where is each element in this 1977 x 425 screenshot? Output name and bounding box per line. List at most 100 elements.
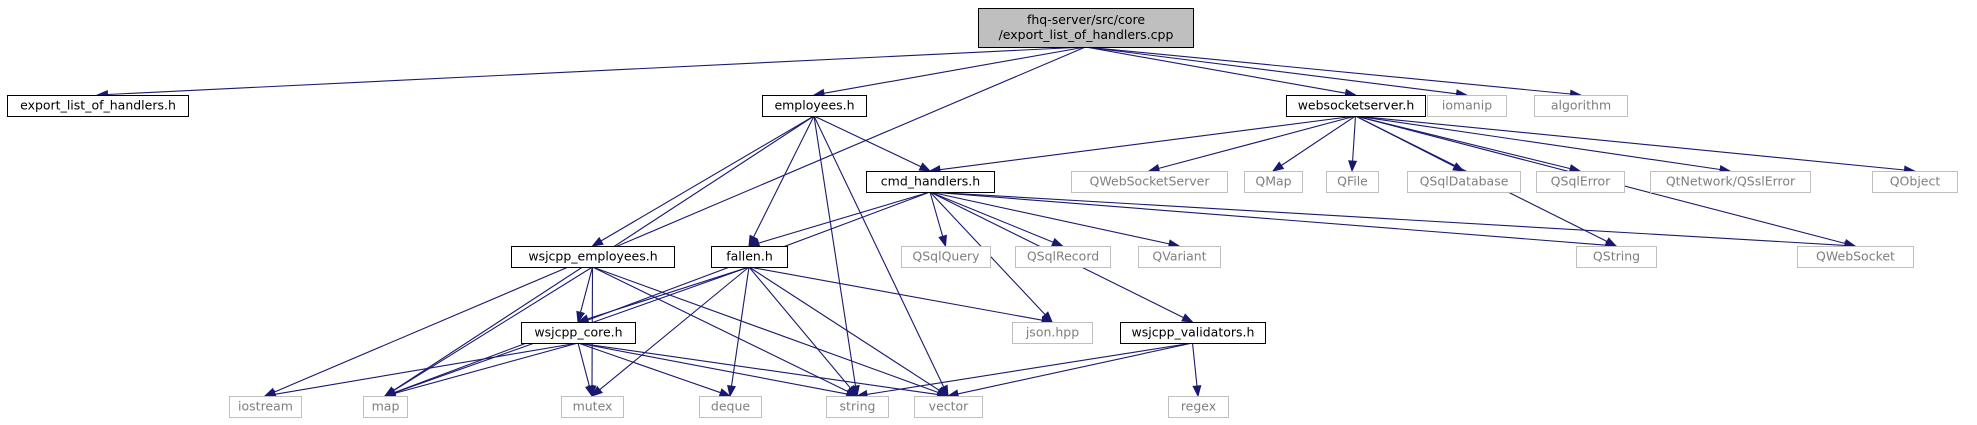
node-label: QVariant — [1152, 249, 1206, 264]
node-json-hpp: json.hpp — [1012, 322, 1093, 344]
edge-websocketserver_h-to-cmd_handlers_h — [928, 115, 1356, 175]
node-box — [1168, 396, 1229, 418]
node-box — [762, 95, 867, 117]
node-QObject: QObject — [1872, 171, 1958, 193]
node-QSqlQuery: QSqlQuery — [901, 246, 991, 268]
node-iomanip: iomanip — [1427, 95, 1507, 117]
node-fallen-h[interactable]: fallen.h — [711, 246, 788, 268]
node-box — [711, 246, 788, 268]
edges-layer — [96, 46, 1916, 399]
edge-cmd_handlers_h-to-map — [383, 191, 931, 397]
node-QString: QString — [1576, 246, 1657, 268]
edge-fallen_h-to-mutex — [590, 266, 750, 397]
edge-cmd_handlers_h-to-QWebSocket — [929, 191, 1857, 250]
node-algorithm: algorithm — [1534, 95, 1628, 117]
edge-websocketserver_h-to-QFile — [1348, 115, 1358, 173]
node-mutex: mutex — [561, 396, 624, 418]
node-label: regex — [1181, 399, 1216, 414]
node-label: /export_list_of_handlers.cpp — [999, 27, 1174, 42]
edge-wsjcpp_core_h-to-iostream — [263, 342, 579, 399]
edge-root-to-algorithm — [1085, 46, 1582, 99]
node-wsjcpp-employees-h[interactable]: wsjcpp_employees.h — [511, 246, 675, 268]
edge-root-to-export_list_of_handlers_h — [96, 46, 1086, 99]
node-label: websocketserver.h — [1298, 98, 1415, 113]
node-iostream: iostream — [229, 396, 302, 418]
node-box — [229, 396, 302, 418]
node-box — [914, 396, 983, 418]
node-label: deque — [711, 399, 750, 414]
node-box — [1797, 246, 1914, 268]
node-box — [901, 246, 991, 268]
node-box — [1244, 171, 1303, 193]
node-QSslError: QtNetwork/QSslError — [1650, 171, 1811, 193]
edge-wsjcpp_core_h-to-map — [383, 342, 579, 398]
node-employees-h[interactable]: employees.h — [762, 95, 867, 117]
node-label: cmd_handlers.h — [881, 174, 980, 189]
node-box — [1872, 171, 1958, 193]
node-box — [826, 396, 889, 418]
node-label: QSqlRecord — [1027, 249, 1099, 264]
node-QWebSocket: QWebSocket — [1797, 246, 1914, 268]
node-QSqlRecord: QSqlRecord — [1015, 246, 1111, 268]
edge-fallen_h-to-deque — [727, 266, 750, 398]
node-box — [1138, 246, 1221, 268]
node-box — [511, 246, 675, 268]
node-label: vector — [929, 399, 970, 414]
node-box — [866, 171, 995, 193]
edge-websocketserver_h-to-QMap — [1271, 115, 1356, 172]
node-box — [363, 396, 408, 418]
node-box — [7, 95, 189, 117]
node-deque: deque — [699, 396, 762, 418]
node-label: QSqlQuery — [912, 249, 980, 264]
node-root: fhq-server/src/core/export_list_of_handl… — [978, 8, 1194, 48]
edge-wsjcpp_employees_h-to-vector — [592, 266, 950, 397]
node-vector: vector — [914, 396, 983, 418]
node-box — [1120, 322, 1266, 344]
node-label: export_list_of_handlers.h — [20, 98, 176, 113]
node-regex: regex — [1168, 396, 1229, 418]
edge-employees_h-to-cmd_handlers_h — [813, 115, 932, 172]
node-label: iostream — [238, 399, 293, 414]
node-label: fhq-server/src/core — [1027, 12, 1145, 27]
node-QSqlDatabase: QSqlDatabase — [1407, 171, 1521, 193]
edge-fallen_h-to-wsjcpp_core_h — [576, 266, 750, 324]
node-QFile: QFile — [1326, 171, 1379, 193]
node-box — [1012, 322, 1093, 344]
node-QVariant: QVariant — [1138, 246, 1221, 268]
node-label: QWebSocketServer — [1090, 174, 1211, 189]
edge-wsjcpp_employees_h-to-wsjcpp_core_h — [576, 266, 594, 324]
node-label: string — [840, 399, 876, 414]
node-QSqlError: QSqlError — [1536, 171, 1625, 193]
node-box — [1650, 171, 1811, 193]
node-QWebSocketServer: QWebSocketServer — [1071, 171, 1228, 193]
edge-websocketserver_h-to-QWebSocketServer — [1147, 115, 1356, 173]
nodes-layer: fhq-server/src/core/export_list_of_handl… — [7, 8, 1958, 418]
node-label: QObject — [1890, 174, 1941, 189]
node-label: map — [372, 399, 400, 414]
edge-employees_h-to-string — [813, 115, 860, 398]
node-label: QMap — [1255, 174, 1291, 189]
node-label: QtNetwork/QSslError — [1666, 174, 1796, 189]
node-wsjcpp-core-h[interactable]: wsjcpp_core.h — [521, 322, 636, 344]
node-label: wsjcpp_validators.h — [1132, 325, 1255, 340]
node-label: QSqlError — [1551, 174, 1612, 189]
node-box — [561, 396, 624, 418]
node-websocketserver-h[interactable]: websocketserver.h — [1286, 95, 1426, 117]
node-box — [1576, 246, 1657, 268]
node-wsjcpp-validators-h[interactable]: wsjcpp_validators.h — [1120, 322, 1266, 344]
node-label: QWebSocket — [1816, 249, 1895, 264]
edge-root-to-websocketserver_h — [1085, 46, 1357, 98]
edge-wsjcpp_core_h-to-string — [577, 342, 859, 399]
edge-fallen_h-to-string — [748, 266, 858, 398]
node-label: employees.h — [774, 98, 854, 113]
edge-employees_h-to-wsjcpp_employees_h — [591, 115, 815, 247]
node-box — [1071, 171, 1228, 193]
node-cmd-handlers-h[interactable]: cmd_handlers.h — [866, 171, 995, 193]
edge-cmd_handlers_h-to-QSqlRecord — [929, 191, 1064, 247]
edge-cmd_handlers_h-to-QSqlQuery — [929, 191, 947, 248]
node-string: string — [826, 396, 889, 418]
node-export-list-of-handlers-h[interactable]: export_list_of_handlers.h — [7, 95, 189, 117]
node-label: wsjcpp_core.h — [534, 325, 622, 340]
node-label: fallen.h — [726, 249, 773, 264]
